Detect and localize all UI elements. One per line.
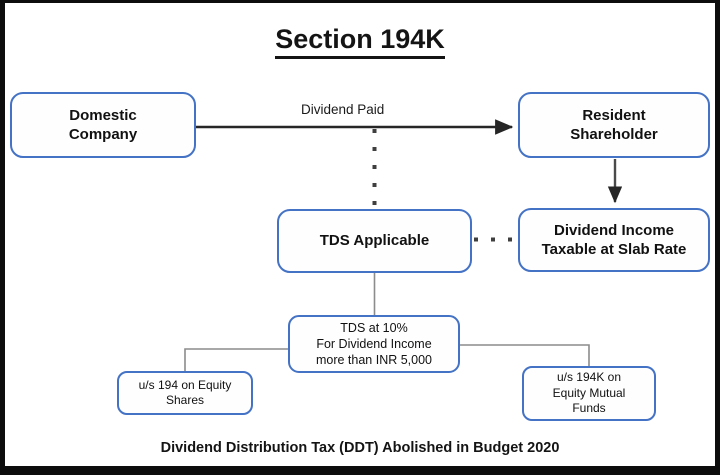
node-mutual-funds[interactable]: u/s 194K on Equity Mutual Funds — [522, 366, 656, 421]
node-tds-applicable-line1: TDS Applicable — [319, 232, 430, 250]
node-tds-rate-line2: For Dividend Income — [316, 337, 432, 351]
node-dividend-income-line2: Taxable at Slab Rate — [541, 241, 687, 258]
node-tds-rate[interactable]: TDS at 10% For Dividend Income more than… — [288, 315, 460, 373]
node-tds-rate-line1: TDS at 10% — [340, 321, 408, 335]
node-mutual-funds-line3: Funds — [572, 401, 606, 416]
node-domestic-company[interactable]: Domestic Company — [10, 92, 196, 158]
node-equity-shares[interactable]: u/s 194 on Equity Shares — [117, 371, 253, 415]
edge-rate-to-funds-line — [460, 344, 590, 367]
node-tds-rate-line3: more than INR 5,000 — [315, 353, 433, 367]
edge-label-dividend-paid: Dividend Paid — [301, 102, 385, 117]
node-equity-shares-line2: Shares — [165, 393, 204, 407]
node-resident-shareholder-line2: Shareholder — [570, 126, 658, 143]
page-title: Section 194K — [5, 24, 715, 59]
footer-caption: Dividend Distribution Tax (DDT) Abolishe… — [160, 440, 560, 456]
node-dividend-income-line1: Dividend Income — [553, 221, 675, 239]
node-tds-applicable[interactable]: TDS Applicable — [277, 209, 472, 273]
edge-rate-to-shares-line — [184, 348, 288, 372]
node-mutual-funds-line1: u/s 194K on — [556, 370, 622, 385]
node-mutual-funds-line2: Equity Mutual — [552, 385, 626, 400]
node-resident-shareholder[interactable]: Resident Shareholder — [518, 92, 710, 158]
page-title-text: Section 194K — [275, 24, 445, 59]
node-dividend-income[interactable]: Dividend Income Taxable at Slab Rate — [518, 208, 710, 272]
node-domestic-company-line1: Domestic — [69, 106, 137, 124]
node-resident-shareholder-line1: Resident — [582, 106, 646, 124]
node-domestic-company-line2: Company — [68, 126, 138, 143]
node-equity-shares-line1: u/s 194 on Equity — [138, 377, 232, 392]
